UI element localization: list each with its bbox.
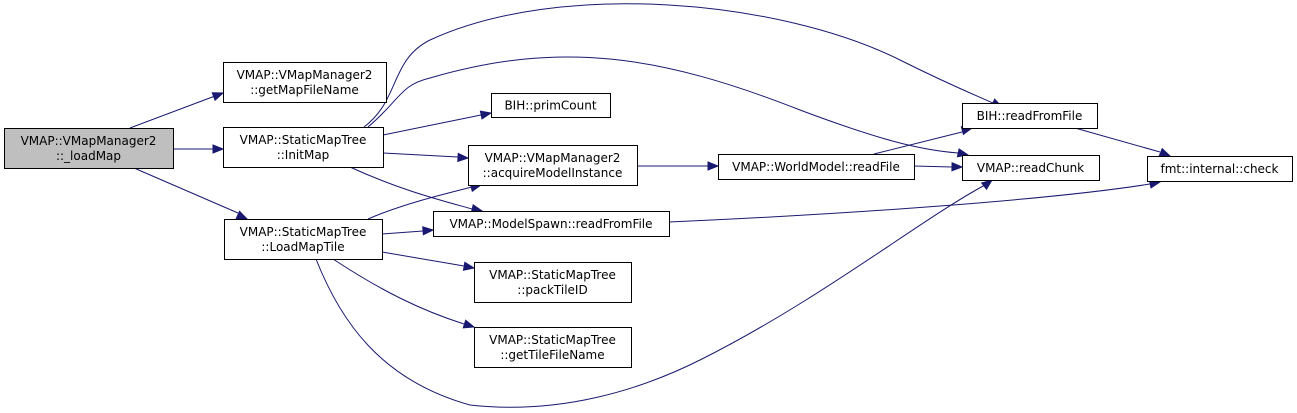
node-label: ::InitMap [277,148,330,162]
node-getTileFileName[interactable]: VMAP::StaticMapTree::getTileFileName [474,327,632,368]
edge-initMap-to-acquireModelInstance [382,152,470,163]
arrowhead-icon [462,261,476,271]
edge-line [913,165,953,168]
node-acquireModelInstance[interactable]: VMAP::VMapManager2::acquireModelInstance [468,145,638,186]
node-bihReadFromFile[interactable]: BIH::readFromFile [962,103,1098,129]
edge-loadMap-to-initMap [173,144,225,154]
edge-line [668,183,1151,223]
edge-line [382,114,482,136]
node-label: VMAP::VMapManager2 [485,151,621,165]
node-initMap[interactable]: VMAP::StaticMapTree::InitMap [223,127,384,168]
arrowhead-icon [951,162,964,172]
node-modelSpawnReadFromFile[interactable]: VMAP::ModelSpawn::readFromFile [433,211,670,237]
edge-loadMapTile-to-readChunk [315,179,994,408]
node-label: fmt::internal::check [1161,162,1279,176]
node-label: BIH::primCount [504,99,596,113]
node-label: VMAP::StaticMapTree [240,225,367,239]
node-packTileID[interactable]: VMAP::StaticMapTree::packTileID [474,262,632,303]
edge-initMap-to-primCount [382,110,493,136]
root-node-box[interactable] [4,128,174,169]
edge-line [367,56,959,154]
edge-line [1074,127,1161,153]
node-loadMap[interactable]: VMAP::VMapManager2::_loadMap [4,128,174,169]
edge-loadMap-to-loadMapTile [133,167,249,220]
edge-line [381,251,465,267]
node-box[interactable] [718,154,915,180]
node-label: VMAP::StaticMapTree [489,333,616,347]
edge-loadMap-to-getMapFileName [129,92,225,129]
node-getMapFileName[interactable]: VMAP::VMapManager2::getMapFileName [223,62,387,103]
edge-initMap-to-bihReadFromFile [363,3,1004,128]
edge-line [332,258,465,325]
edge-loadMapTile-to-modelSpawnReadFromFile [381,226,435,236]
node-box[interactable] [491,93,611,118]
edge-line [129,95,216,129]
node-worldModelReadFile[interactable]: VMAP::WorldModel::readFile [718,154,915,180]
edge-loadMapTile-to-packTileID [381,251,476,271]
node-label: ::_loadMap [56,149,121,163]
arrowhead-icon [211,92,225,102]
node-box[interactable] [962,155,1100,181]
arrowhead-icon [212,144,225,154]
node-box[interactable] [433,211,670,237]
edge-worldModelReadFile-to-readChunk [913,162,964,172]
edge-line [133,167,239,214]
edge-line [349,166,473,210]
node-label: VMAP::StaticMapTree [489,268,616,282]
arrowhead-icon [1158,147,1172,157]
node-box[interactable] [474,262,632,303]
arrowhead-icon [462,319,476,329]
edge-initMap-to-readChunk [367,56,970,158]
node-label: ::getMapFileName [250,83,359,97]
edge-loadMapTile-to-getTileFileName [332,258,476,329]
node-label: VMAP::readChunk [977,161,1084,175]
node-fmtCheck[interactable]: fmt::internal::check [1147,156,1293,182]
arrowhead-icon [457,152,470,163]
node-label: VMAP::VMapManager2 [237,68,373,82]
node-box[interactable] [1147,156,1293,182]
edge-line [363,3,994,128]
node-label: VMAP::ModelSpawn::readFromFile [449,217,652,231]
arrowhead-icon [980,179,994,191]
node-label: VMAP::VMapManager2 [21,134,157,148]
edge-line [381,230,424,235]
arrowhead-icon [707,161,720,171]
edge-line [315,184,986,408]
node-box[interactable] [474,327,632,368]
node-label: ::packTileID [517,283,587,297]
node-box[interactable] [962,103,1098,129]
edge-line [367,186,473,220]
nodes-layer: VMAP::VMapManager2::_loadMapVMAP::VMapMa… [4,62,1293,368]
node-box[interactable] [224,219,383,260]
node-label: ::getTileFileName [500,348,604,362]
edge-modelSpawnReadFromFile-to-fmtCheck [668,179,1162,223]
node-loadMapTile[interactable]: VMAP::StaticMapTree::LoadMapTile [224,219,383,260]
node-readChunk[interactable]: VMAP::readChunk [962,155,1100,181]
edge-line [382,152,459,158]
arrowhead-icon [479,110,493,120]
edges-layer [129,3,1172,408]
node-box[interactable] [223,127,384,168]
node-label: ::LoadMapTile [261,240,344,254]
node-label: VMAP::StaticMapTree [240,133,367,147]
node-label: ::acquireModelInstance [483,166,623,180]
node-box[interactable] [468,145,638,186]
node-label: BIH::readFromFile [977,109,1083,123]
node-label: VMAP::WorldModel::readFile [732,160,900,174]
edge-line [873,131,963,155]
arrowhead-icon [235,210,249,220]
edge-acquireModelInstance-to-worldModelReadFile [637,161,720,171]
node-primCount[interactable]: BIH::primCount [491,93,611,118]
node-box[interactable] [223,62,387,103]
arrowhead-icon [422,226,435,236]
edge-bihReadFromFile-to-fmtCheck [1074,127,1172,157]
